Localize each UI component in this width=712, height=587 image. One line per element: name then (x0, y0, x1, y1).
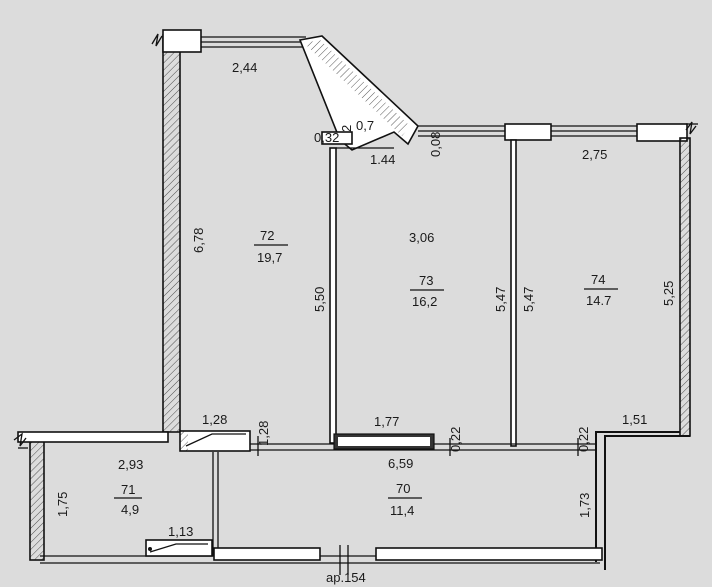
dim-1-13: 1,13 (168, 524, 193, 539)
room-72-area: 19,7 (257, 250, 282, 265)
dim-6-78: 6,78 (191, 228, 206, 253)
dim-1-44: 1.44 (370, 152, 395, 167)
dim-5-47-right: 5,47 (521, 287, 536, 312)
footer-label: ар.154 (326, 570, 366, 585)
interior-walls (145, 131, 596, 575)
room-73-number: 73 (419, 273, 433, 288)
dim-5-47-left: 5,47 (493, 287, 508, 312)
dimension-labels: 2,44 0,32 2 0,7 1.44 0,08 2,75 6,78 3,06… (55, 60, 676, 585)
room-70-area: 11,4 (390, 503, 414, 518)
dim-2: 2 (339, 125, 354, 132)
room-71-number: 71 (121, 482, 135, 497)
dim-2-93: 2,93 (118, 457, 143, 472)
dim-0-08: 0,08 (428, 132, 443, 157)
dim-2-75: 2,75 (582, 147, 607, 162)
dim-5-50: 5,50 (312, 287, 327, 312)
dim-6-59: 6,59 (388, 456, 413, 471)
dim-0-7: 0,7 (356, 118, 374, 133)
dim-0-22-left: 0,22 (448, 427, 463, 452)
room-72-number: 72 (260, 228, 274, 243)
outer-walls (13, 29, 698, 570)
dim-1-75: 1,75 (55, 492, 70, 517)
room-labels: 72 19,7 73 16,2 74 14.7 71 4,9 70 11,4 (114, 228, 618, 518)
room-71-area: 4,9 (121, 502, 139, 517)
room-70-number: 70 (396, 481, 410, 496)
dim-0-32: 0,32 (314, 130, 339, 145)
room-74-area: 14.7 (586, 293, 611, 308)
dim-1-73: 1,73 (577, 493, 592, 518)
dim-1-28-horizontal: 1,28 (202, 412, 227, 427)
dim-0-22-right: 0,22 (576, 427, 591, 452)
dim-3-06: 3,06 (409, 230, 434, 245)
dim-top-window: 2,44 (232, 60, 257, 75)
dim-1-28-vertical: 1,28 (256, 421, 271, 446)
dim-5-25: 5,25 (661, 281, 676, 306)
dim-1-77: 1,77 (374, 414, 399, 429)
dim-1-51: 1,51 (622, 412, 647, 427)
room-74-number: 74 (591, 272, 605, 287)
room-73-area: 16,2 (412, 294, 437, 309)
